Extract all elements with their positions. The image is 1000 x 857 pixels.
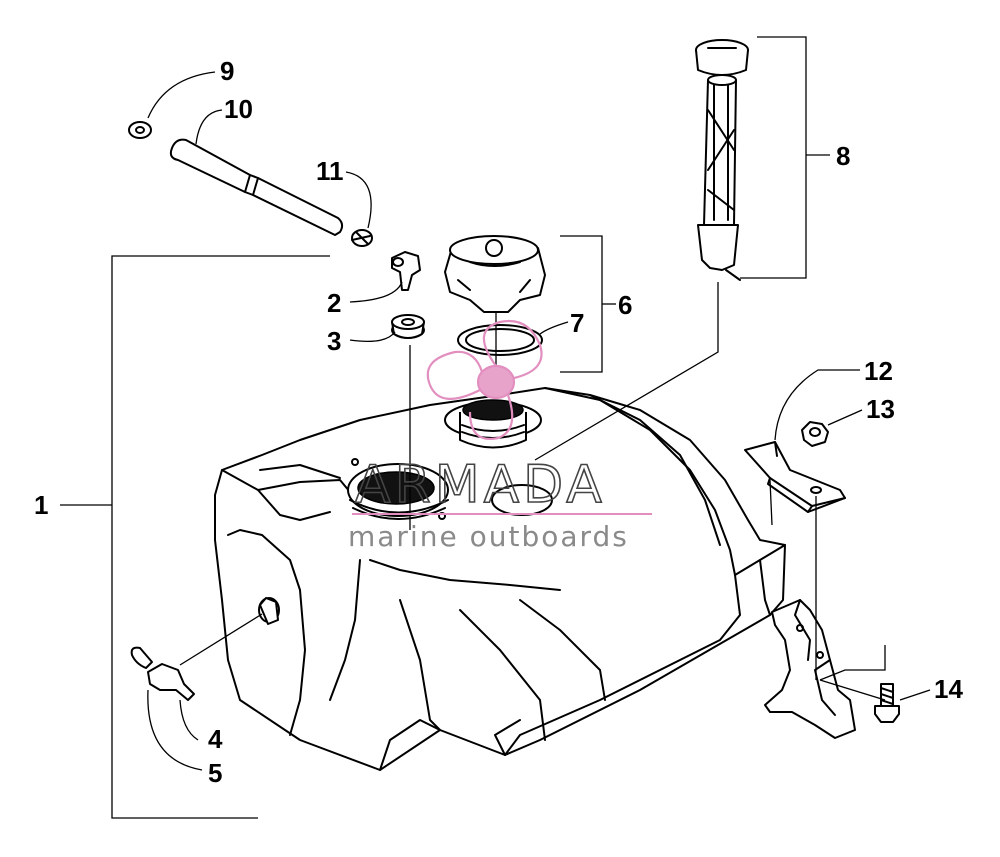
- filler-cap: [444, 235, 546, 313]
- grommet: [391, 314, 425, 339]
- callout-13: 13: [866, 394, 895, 424]
- callout-5: 5: [208, 758, 222, 788]
- watermark-tagline: marine outboards: [348, 520, 629, 553]
- mounting-bracket: [744, 441, 846, 513]
- callout-12: 12: [864, 356, 893, 386]
- flange-bolt: [874, 683, 900, 723]
- fuel-tank: [214, 387, 786, 771]
- breather-hose: [169, 138, 344, 236]
- flange-nut: [801, 421, 829, 447]
- hose-clamp: [351, 229, 373, 247]
- leader-lines: [60, 36, 931, 819]
- cap-gasket: [457, 324, 543, 356]
- callout-3: 3: [327, 326, 341, 356]
- callout-8: 8: [836, 141, 850, 171]
- callout-11: 11: [316, 156, 344, 186]
- washer: [128, 121, 152, 139]
- watermark-brand: ARMADA: [355, 455, 606, 515]
- callout-4: 4: [208, 724, 223, 754]
- frame-mount: [764, 599, 856, 739]
- callout-10: 10: [224, 94, 253, 124]
- callout-14: 14: [934, 674, 963, 704]
- armada-watermark: ARMADA marine outboards: [348, 319, 652, 553]
- callout-6: 6: [618, 290, 632, 320]
- drain-clamp: [130, 646, 153, 669]
- callout-1: 1: [34, 490, 48, 520]
- callout-9: 9: [220, 56, 234, 86]
- elbow-fitting: [391, 251, 421, 291]
- callout-labels: 1 2 3 4 5 6 7 8 9 10 11 12 13 14: [34, 56, 963, 788]
- propeller-logo-icon: [426, 319, 543, 441]
- callout-2: 2: [327, 288, 341, 318]
- callout-7: 7: [570, 308, 584, 338]
- drain-plug: [147, 663, 195, 701]
- fuel-gauge-sender: [695, 39, 749, 281]
